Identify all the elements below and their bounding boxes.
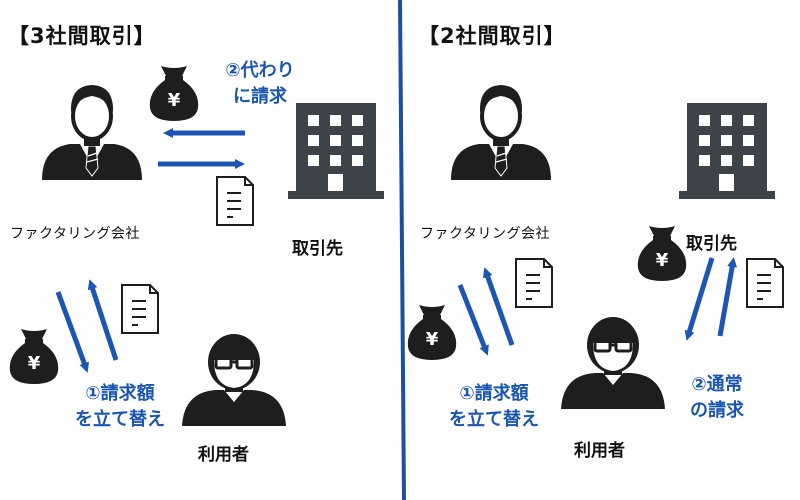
businessman-icon (449, 83, 553, 182)
arrow-from-user (482, 267, 515, 346)
left-factoring-label: ファクタリング会社 (10, 226, 140, 242)
right-client-label: 取引先 (686, 234, 737, 254)
person-with-glasses-icon (180, 332, 288, 428)
office-building-icon (288, 103, 384, 199)
left-panel-title: 【3社間取引】 (8, 24, 156, 48)
arrow-from-user (87, 279, 119, 361)
right-step2-label: ②通常 の請求 (690, 374, 744, 421)
document-icon (746, 258, 784, 308)
svg-text:¥: ¥ (656, 250, 669, 271)
svg-text:¥: ¥ (426, 329, 439, 350)
left-client-label: 取引先 (292, 239, 343, 259)
svg-text:¥: ¥ (28, 353, 41, 374)
left-step2-label: ②代わり に請求 (225, 60, 295, 107)
right-panel-title: 【2社間取引】 (418, 24, 566, 48)
yen-money-bag-icon: ¥ (407, 305, 457, 360)
office-building-icon (679, 103, 775, 199)
right-user-label: 利用者 (574, 441, 625, 461)
svg-text:¥: ¥ (168, 90, 181, 111)
right-factoring-label: ファクタリング会社 (420, 226, 550, 242)
left-step1-label: ①請求額 を立て替え (75, 383, 165, 430)
center-divider (398, 0, 406, 500)
right-step1-label: ①請求額 を立て替え (449, 383, 539, 430)
arrow-to-user-from-client (684, 257, 715, 341)
person-with-glasses-icon (559, 315, 667, 411)
arrow-to-client-from-user (717, 257, 738, 337)
arrow-to-user (55, 291, 89, 373)
document-icon (515, 258, 553, 308)
document-icon (216, 176, 254, 226)
yen-money-bag-icon: ¥ (637, 226, 687, 281)
arrow-to-user (457, 284, 489, 356)
yen-money-bag-icon: ¥ (149, 66, 199, 121)
yen-money-bag-icon: ¥ (9, 329, 59, 384)
left-user-label: 利用者 (198, 445, 249, 465)
document-icon (121, 284, 159, 334)
businessman-icon (40, 83, 144, 182)
